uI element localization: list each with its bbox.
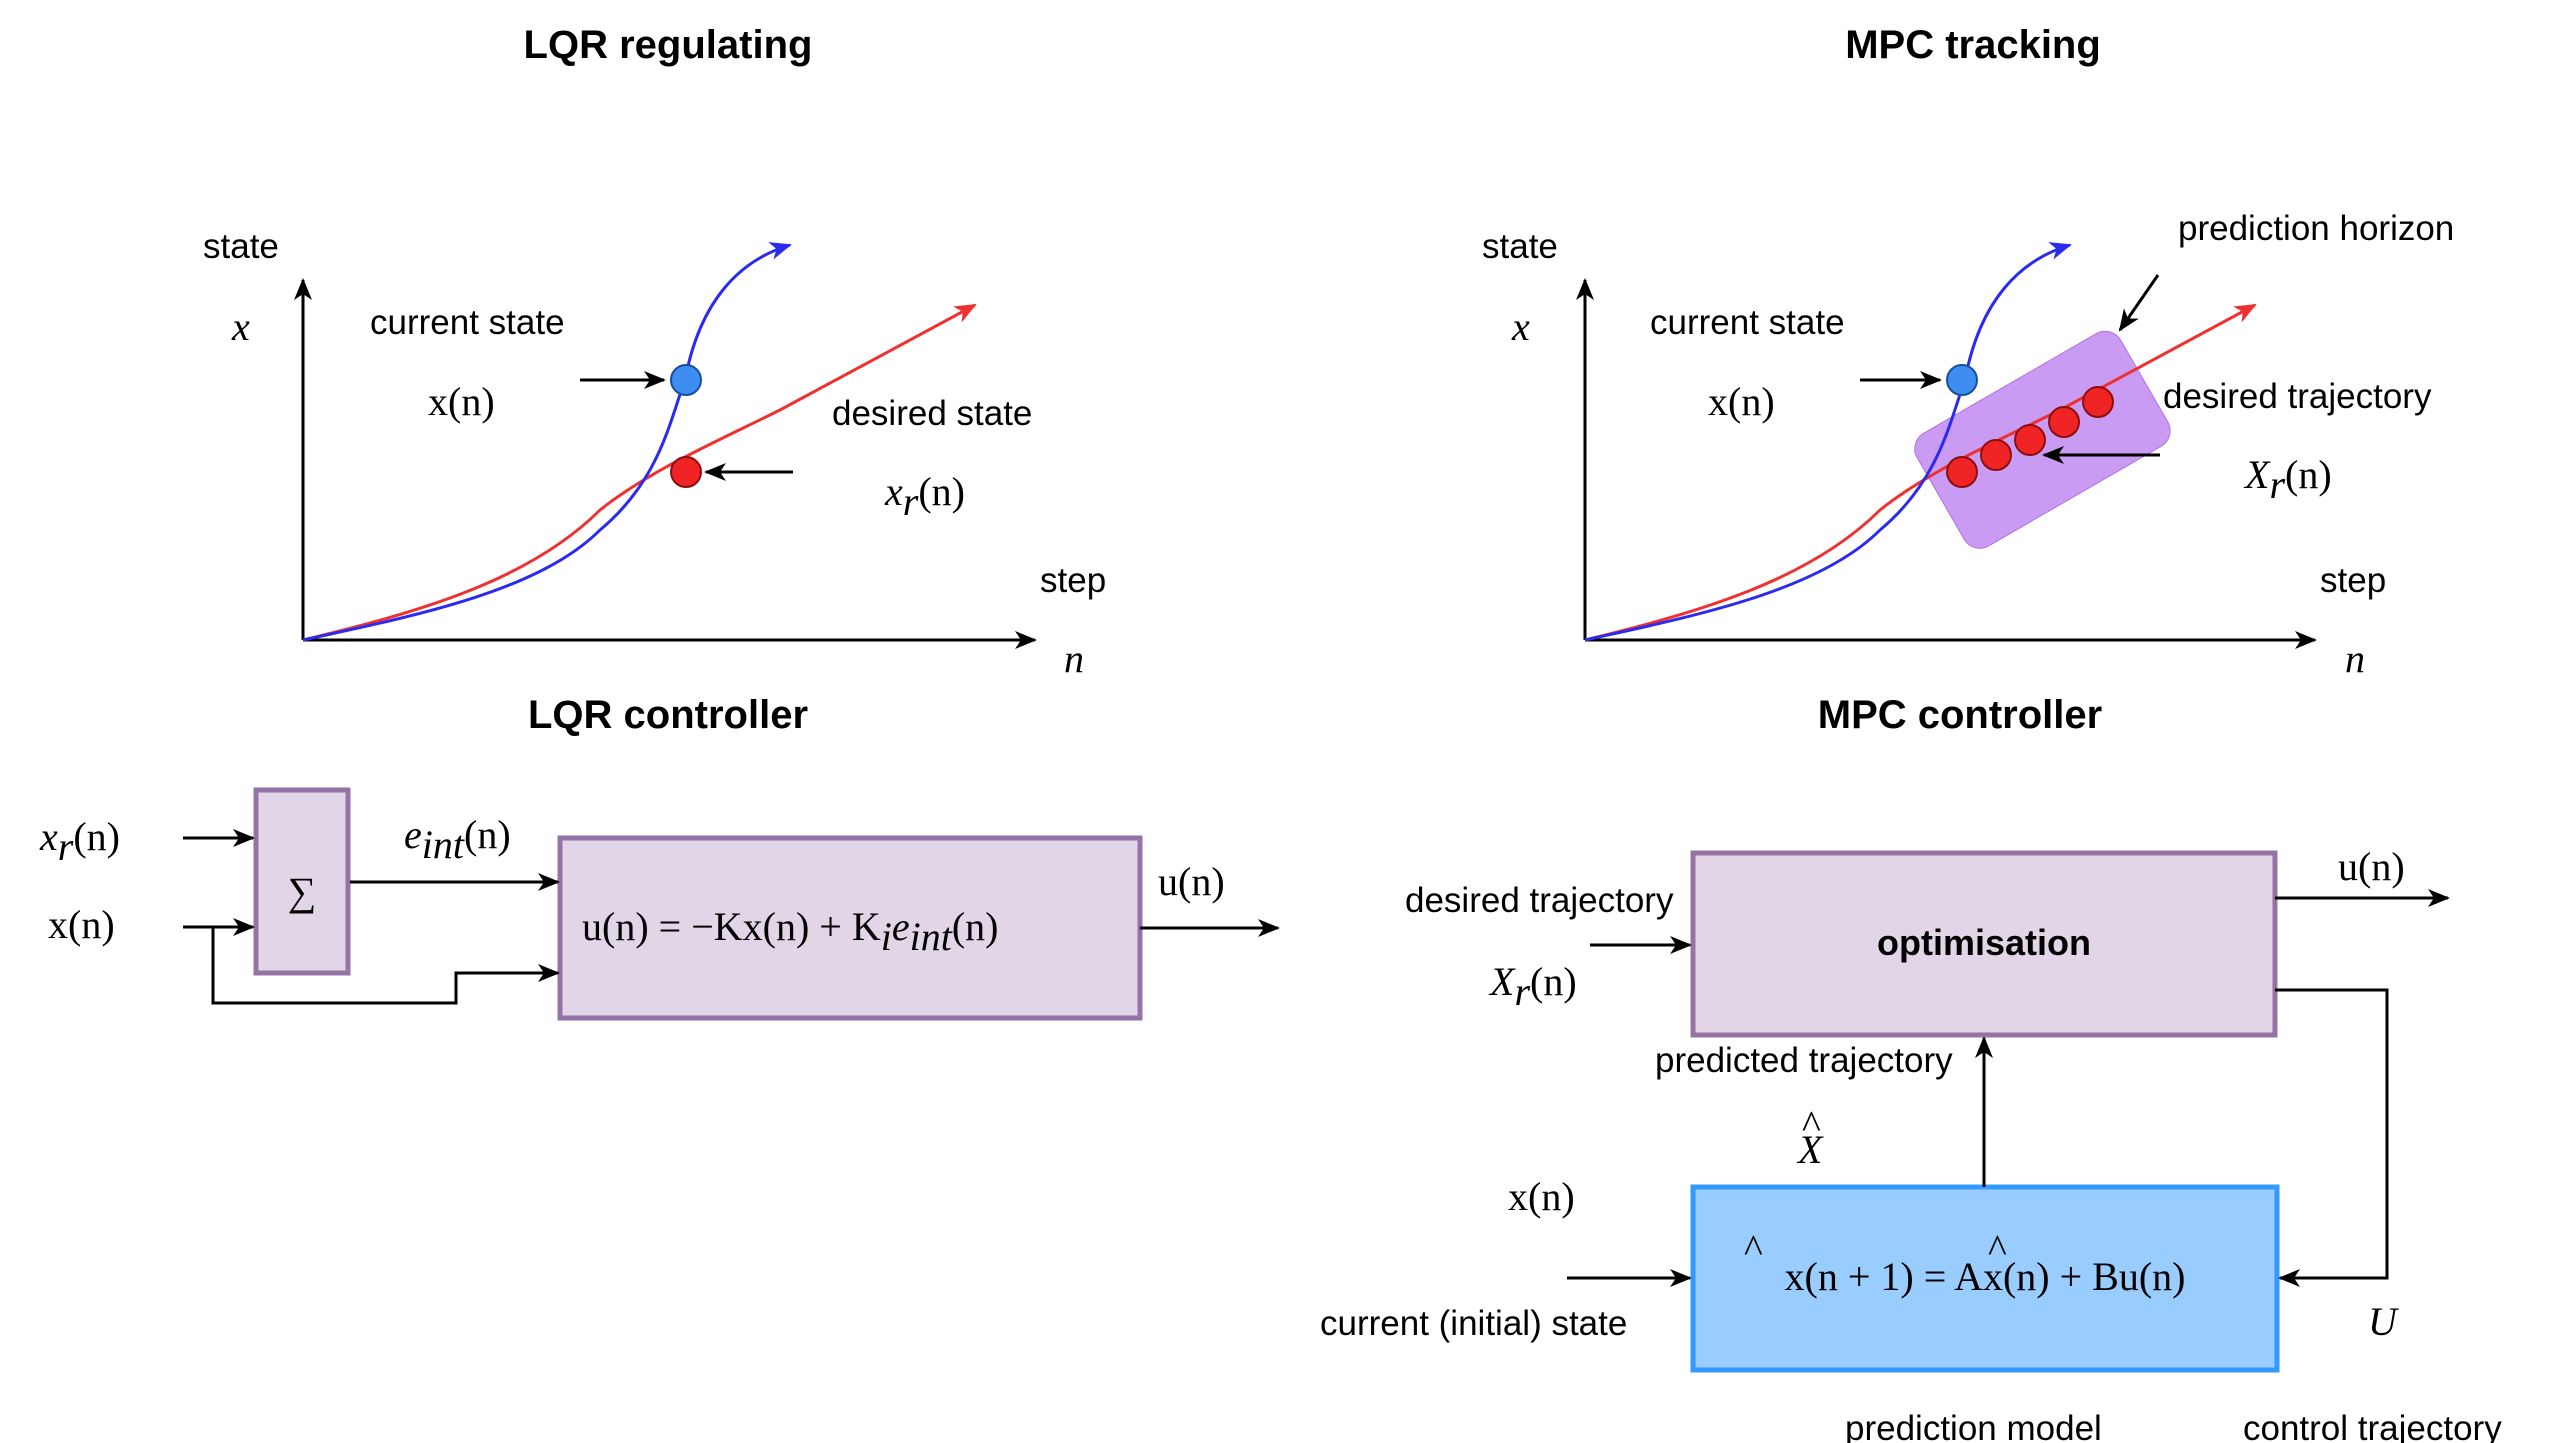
lqr-desired-state-label: desired state	[832, 394, 1032, 433]
lqr-y-axis-word: state	[203, 227, 279, 266]
lqr-control-law: u(n) = −Kx(n) + Kieint(n)	[582, 904, 999, 959]
mpc-y-axis-word: state	[1482, 227, 1558, 266]
lqr-desired-curve	[302, 303, 977, 642]
lqr-x-axis-symbol: n	[1064, 636, 1084, 681]
control-trajectory-symbol: U	[2368, 1299, 2400, 1344]
mpc-state-input-symbol: x(n)	[1508, 1174, 1575, 1219]
mpc-controller-diagram: MPC controller optimisation x(n + 1) = A…	[1320, 693, 2502, 1443]
prediction-horizon-label: prediction horizon	[2178, 209, 2454, 248]
mpc-current-state-point	[1946, 364, 1978, 396]
predicted-trajectory-symbol: X	[1796, 1127, 1824, 1172]
mpc-current-state-symbol: x(n)	[1708, 379, 1775, 424]
lqr-reference-input-label: xr(n)	[39, 814, 120, 869]
predicted-trajectory-label: predicted trajectory	[1655, 1041, 1953, 1080]
mpc-x-axis-word: step	[2320, 561, 2386, 600]
control-trajectory-label: control trajectory	[2243, 1409, 2502, 1443]
lqr-controller-title: LQR controller	[528, 693, 808, 737]
initial-state-label: current (initial) state	[1320, 1304, 1627, 1343]
optimisation-block	[1690, 850, 2278, 1038]
prediction-model-equation: x(n + 1) = Ax(n) + Bu(n)	[1785, 1254, 2186, 1299]
lqr-x-axis-word: step	[1040, 561, 1106, 600]
xhat-accent-2: ^	[1988, 1226, 2007, 1271]
mpc-desired-traj-symbol: Xr(n)	[2243, 452, 2332, 507]
prediction-horizon-arrow	[2118, 274, 2160, 332]
lqr-state-curve	[302, 242, 792, 642]
mpc-plot-title: MPC tracking	[1845, 23, 2101, 67]
mpc-reference-symbol: Xr(n)	[1488, 959, 1577, 1014]
mpc-desired-traj-label: desired trajectory	[2163, 377, 2432, 416]
control-trajectory-feedback-arrow	[2275, 988, 2389, 1287]
state-to-law-arrow	[211, 927, 560, 1005]
mpc-tracking-plot: MPC tracking state x step n current stat…	[1482, 23, 2454, 681]
optimisation-label: optimisation	[1877, 922, 2091, 963]
lqr-current-state-point	[670, 364, 702, 396]
lqr-plot-title: LQR regulating	[524, 23, 813, 67]
mpc-output-label: u(n)	[2338, 844, 2405, 889]
lqr-current-state-label: current state	[370, 303, 565, 342]
mpc-y-axis-symbol: x	[1511, 304, 1530, 349]
predicted-trajectory-hat: ^	[1802, 1102, 1821, 1147]
mpc-reference-point-2	[1980, 439, 2012, 471]
lqr-desired-state-symbol: xr(n)	[884, 469, 965, 524]
xhat-accent-1: ^	[1744, 1226, 1763, 1271]
lqr-output-label: u(n)	[1158, 859, 1225, 904]
lqr-error-label: eint(n)	[404, 812, 511, 867]
mpc-x-axis-symbol: n	[2345, 636, 2365, 681]
lqr-y-axis-symbol: x	[231, 304, 250, 349]
sum-symbol: ∑	[288, 869, 317, 914]
prediction-model-label: prediction model	[1845, 1409, 2102, 1443]
mpc-desired-traj-input-label: desired trajectory	[1405, 881, 1674, 920]
mpc-reference-point-1	[1946, 456, 1978, 488]
lqr-desired-state-point	[670, 456, 702, 488]
lqr-current-state-symbol: x(n)	[428, 379, 495, 424]
mpc-desired-curve	[1584, 303, 2257, 642]
summing-block	[253, 787, 351, 976]
mpc-state-curve	[1584, 242, 2072, 642]
mpc-reference-point-5	[2082, 386, 2114, 418]
lqr-controller-diagram: LQR controller ∑ u(n) = −Kx(n) + Kieint(…	[39, 693, 1280, 1021]
mpc-controller-title: MPC controller	[1818, 693, 2102, 737]
mpc-reference-point-3	[2014, 424, 2046, 456]
mpc-current-state-label: current state	[1650, 303, 1845, 342]
lqr-state-input-label: x(n)	[48, 902, 115, 947]
mpc-reference-point-4	[2048, 406, 2080, 438]
lqr-regulating-plot: LQR regulating state x step n current st…	[203, 23, 1106, 681]
